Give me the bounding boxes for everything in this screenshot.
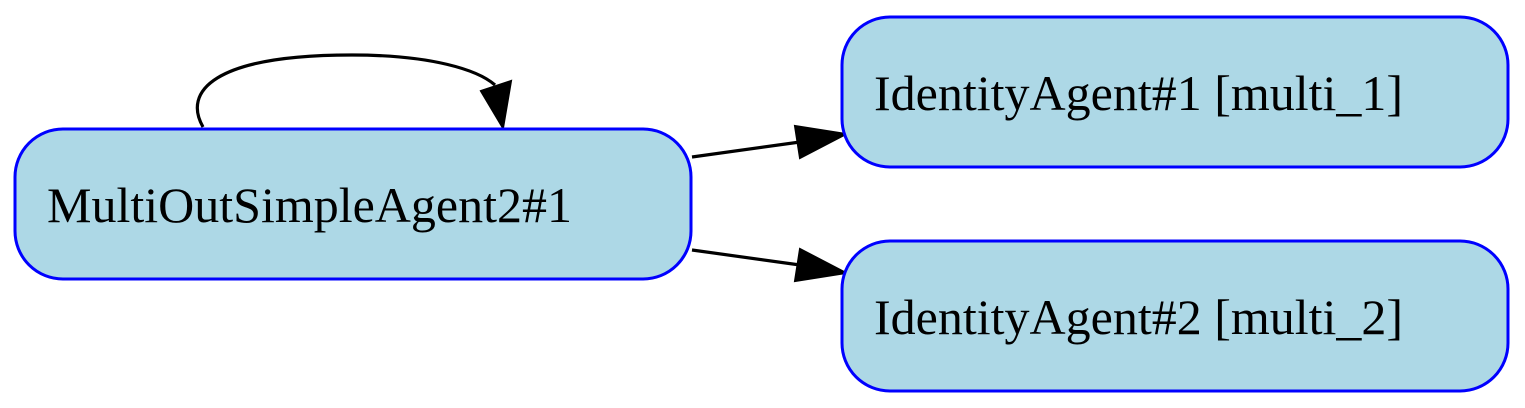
edge-self-loop-line xyxy=(195,53,497,128)
node-identity-agent-1[interactable]: IdentityAgent#1 [multi_1] xyxy=(840,15,1510,169)
node-multi-out-simple-agent[interactable]: MultiOutSimpleAgent2#1 xyxy=(13,127,693,281)
node-identity-agent-2-label: IdentityAgent#2 [multi_2] xyxy=(874,289,1403,345)
edge-to-identity-agent-1-line xyxy=(691,140,801,159)
node-multi-out-simple-agent-box xyxy=(13,127,693,281)
edge-to-identity-agent-1-arrowhead xyxy=(793,124,850,160)
node-identity-agent-2[interactable]: IdentityAgent#2 [multi_2] xyxy=(840,239,1510,393)
node-identity-agent-2-box xyxy=(840,239,1510,393)
edge-to-identity-agent-1 xyxy=(691,124,850,160)
edge-to-identity-agent-2 xyxy=(691,247,850,283)
node-identity-agent-1-box xyxy=(840,15,1510,169)
node-identity-agent-1-label: IdentityAgent#1 [multi_1] xyxy=(874,65,1403,121)
edge-self-loop-arrowhead xyxy=(479,79,513,131)
edge-to-identity-agent-2-arrowhead xyxy=(793,247,850,283)
edge-to-identity-agent-2-line xyxy=(691,248,801,267)
node-multi-out-simple-agent-label: MultiOutSimpleAgent2#1 xyxy=(47,177,572,233)
edge-self-loop xyxy=(195,53,513,131)
